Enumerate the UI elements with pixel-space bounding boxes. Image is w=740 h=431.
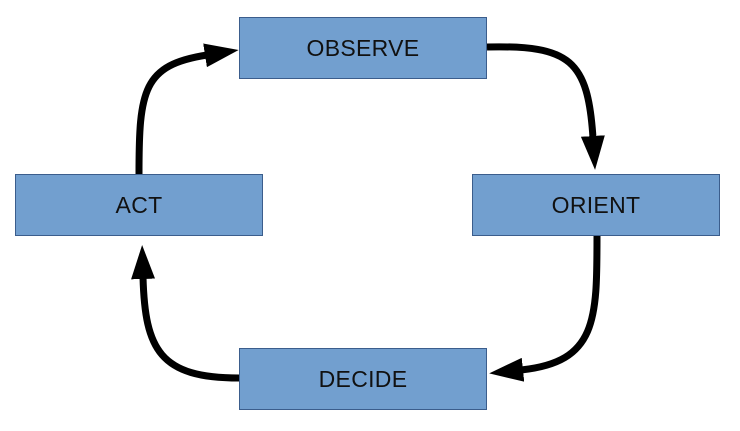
node-label-decide: DECIDE: [318, 365, 408, 392]
node-orient: ORIENT: [472, 174, 720, 236]
node-observe: OBSERVE: [239, 17, 487, 79]
node-label-observe: OBSERVE: [306, 34, 420, 61]
arrow-act-to-observe: [135, 43, 239, 175]
arrow-observe-to-orient: [486, 43, 605, 170]
node-label-act: ACT: [115, 191, 163, 218]
node-decide: DECIDE: [239, 348, 487, 410]
arrow-decide-to-act: [131, 245, 240, 382]
node-label-orient: ORIENT: [551, 191, 641, 218]
arrow-orient-to-decide: [489, 235, 601, 382]
node-act: ACT: [15, 174, 263, 236]
